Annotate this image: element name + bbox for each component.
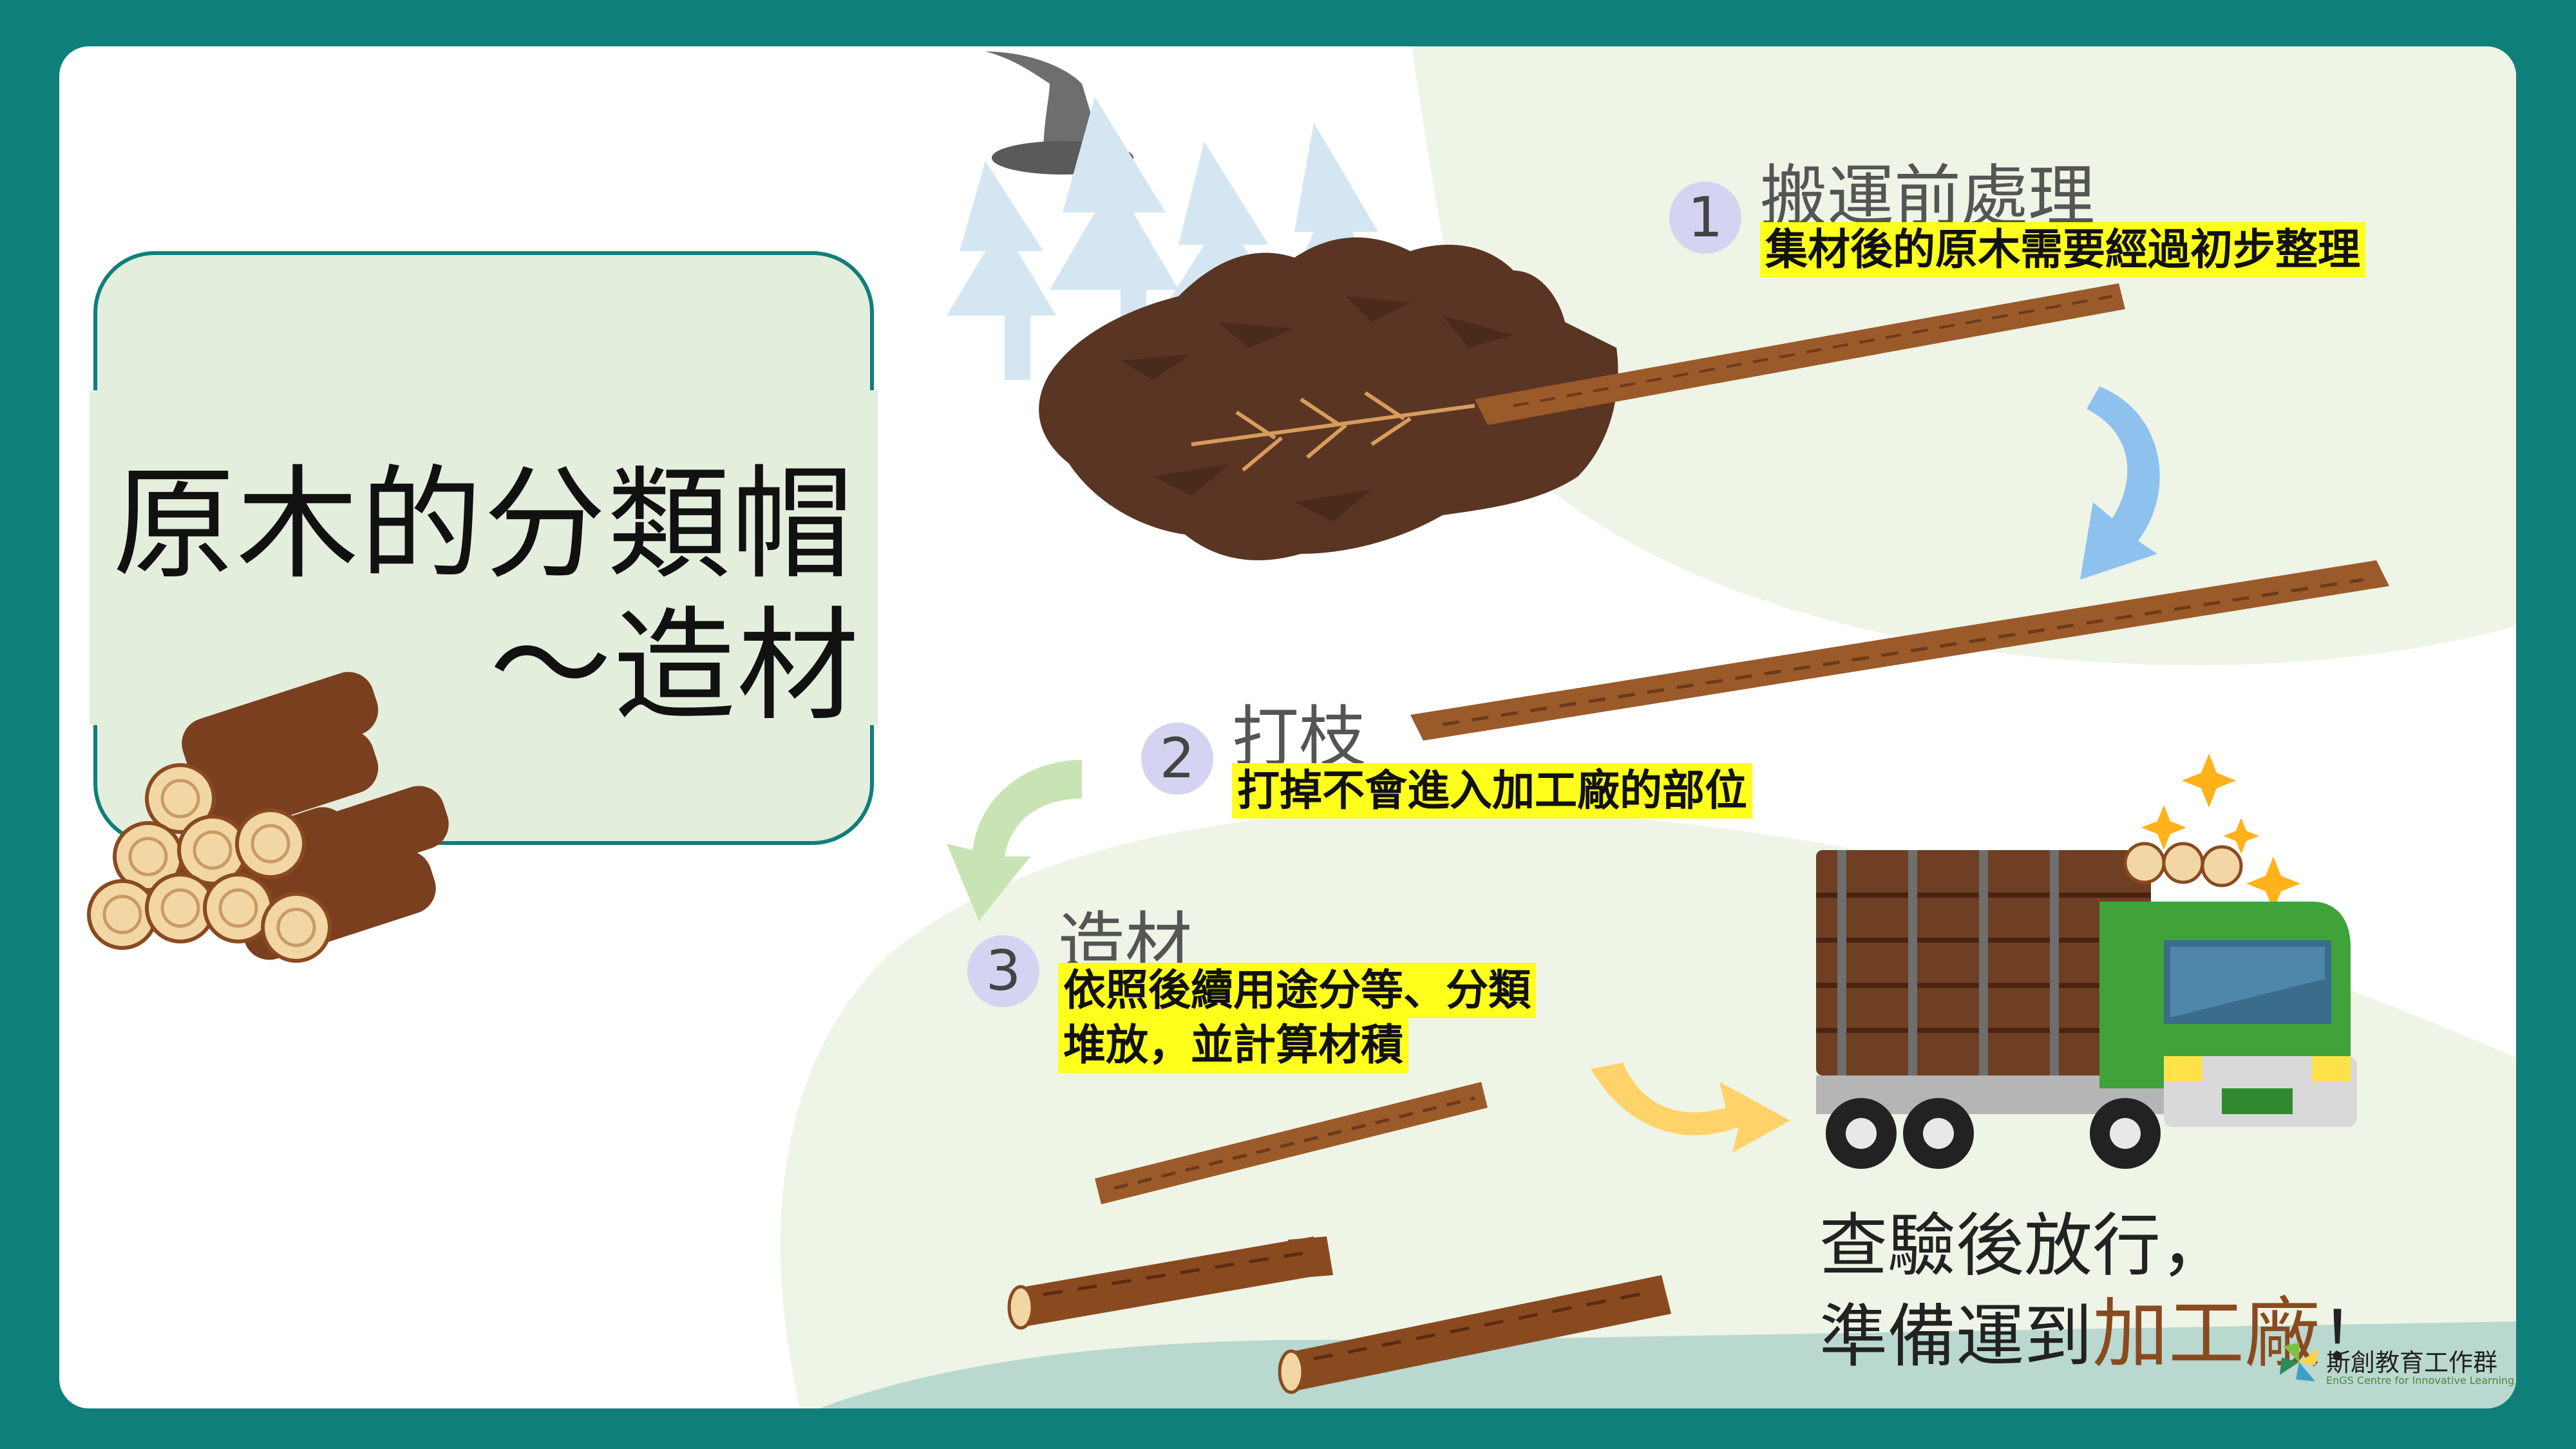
step-3-description-line2: 堆放，並計算材積 — [1058, 1018, 1408, 1073]
arrow-yellow-icon — [1591, 1063, 1790, 1153]
page-title-line1: 原木的分類帽 — [113, 453, 855, 596]
logo-subtitle: EnGS Centre for Innovative Learning — [2326, 1374, 2515, 1387]
stripped-log-illustration — [1410, 560, 2389, 741]
cut-logs-illustration — [1007, 1082, 1671, 1394]
step-2-description: 打掉不會進入加工廠的部位 — [1232, 763, 1752, 819]
step-3-description-line1: 依照後續用途分等、分類 — [1058, 963, 1536, 1018]
arrow-blue-icon — [2080, 386, 2160, 580]
bg-shape-teal-bottom — [819, 1321, 2516, 1408]
final-line2-post: ！ — [2320, 1297, 2389, 1376]
page-title-line2: ～造材 — [489, 595, 861, 737]
logo-icon — [2280, 1343, 2318, 1381]
log-truck-illustration — [1816, 753, 2357, 1169]
final-line1: 查驗後放行， — [1819, 1206, 2229, 1285]
step-2-number: 2 — [1141, 723, 1213, 795]
logo-name: 斯創教育工作群 — [2326, 1349, 2498, 1377]
step-1-number: 1 — [1669, 182, 1741, 254]
final-line2-pre: 準備運到 — [1819, 1297, 2092, 1376]
log-pile-illustration — [87, 672, 449, 963]
step-1-description: 集材後的原木需要經過初步整理 — [1760, 222, 2365, 278]
arrow-green-icon — [947, 760, 1082, 921]
felled-tree-illustration — [1039, 237, 2125, 560]
step-3-number: 3 — [967, 935, 1039, 1007]
